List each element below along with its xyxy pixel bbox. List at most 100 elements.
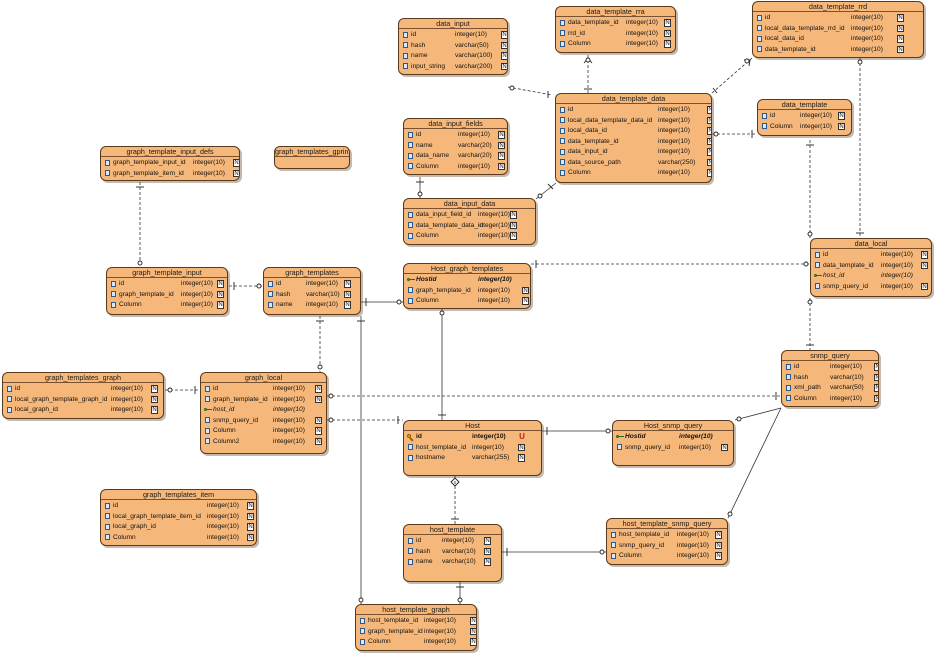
entity-data-template-data[interactable]: data_template_dataidinteger(10)Nlocal_da… — [555, 93, 712, 183]
column-name: id — [276, 280, 282, 287]
column-type: integer(10) — [478, 286, 510, 294]
entity-snmp-query[interactable]: snmp_queryidinteger(10)Nhashvarchar(10)N… — [781, 350, 879, 407]
entity-graph-templates-gprint[interactable]: graph_templates_gprint — [274, 146, 350, 169]
column-type: integer(10) — [458, 162, 490, 170]
column-icon — [785, 374, 792, 381]
